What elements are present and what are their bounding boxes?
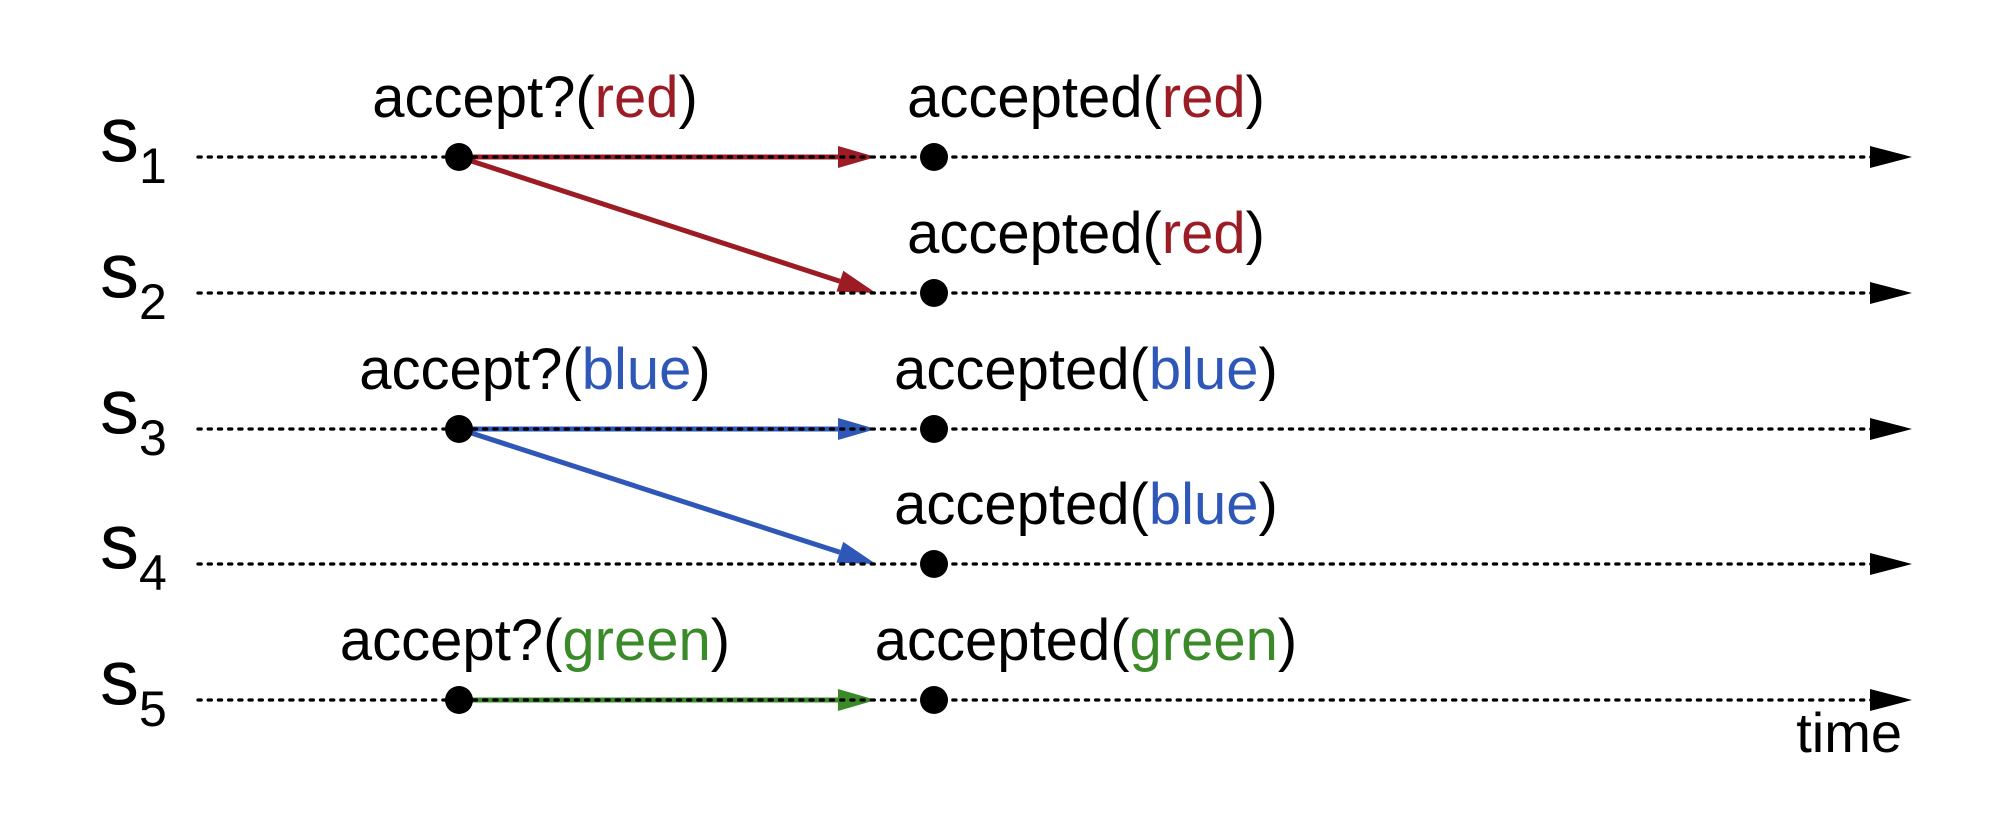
send-label-prefix: accept?( xyxy=(340,608,562,673)
send-label-value: red xyxy=(595,65,679,130)
send-label-suffix: ) xyxy=(711,608,730,673)
receive-label-prefix: accepted( xyxy=(875,608,1130,673)
server-row-s4: s4 accepted(blue) xyxy=(100,472,1912,601)
send-label-prefix: accept?( xyxy=(372,65,594,130)
timeline-arrowhead xyxy=(1870,418,1912,440)
receive-label-prefix: accepted( xyxy=(907,65,1162,130)
message-arrowhead xyxy=(836,270,876,293)
server-letter: s xyxy=(100,362,139,450)
server-subscript: 5 xyxy=(139,681,167,737)
message-arrowhead xyxy=(838,146,876,168)
receive-event-dot xyxy=(920,143,948,171)
messages-layer xyxy=(458,146,876,711)
send-label: accept?(red) xyxy=(372,65,698,130)
send-label: accept?(green) xyxy=(340,608,730,673)
receive-label-value: red xyxy=(1162,201,1246,266)
send-label-suffix: ) xyxy=(678,65,697,130)
timeline-arrowhead xyxy=(1870,689,1912,711)
send-label-value: blue xyxy=(582,337,692,402)
send-label-value: green xyxy=(562,608,710,673)
receive-label: accepted(blue) xyxy=(894,472,1278,537)
receive-label-suffix: ) xyxy=(1278,608,1297,673)
server-label: s4 xyxy=(100,497,167,601)
receive-label-value: blue xyxy=(1149,472,1259,537)
receive-label-suffix: ) xyxy=(1246,201,1265,266)
receive-label-prefix: accepted( xyxy=(894,337,1149,402)
send-label-prefix: accept?( xyxy=(359,337,581,402)
message-arrow-blue xyxy=(458,426,876,564)
receive-label-value: green xyxy=(1130,608,1278,673)
message-arrow-red xyxy=(458,154,876,293)
server-label: s5 xyxy=(100,633,167,737)
server-row-s2: s2 accepted(red) xyxy=(100,201,1912,330)
message-arrowhead xyxy=(836,541,876,564)
server-letter: s xyxy=(100,226,139,314)
receive-label-prefix: accepted( xyxy=(907,201,1162,266)
timeline-arrowhead xyxy=(1870,146,1912,168)
server-subscript: 1 xyxy=(139,138,167,194)
server-subscript: 3 xyxy=(139,410,167,466)
server-letter: s xyxy=(100,633,139,721)
receive-event-dot xyxy=(920,279,948,307)
rows-layer: s1accept?(red)accepted(red)s2accepted(re… xyxy=(100,65,1912,737)
message-arrowhead xyxy=(838,418,876,440)
receive-label-value: red xyxy=(1162,65,1246,130)
receive-event-dot xyxy=(920,686,948,714)
send-event-dot xyxy=(445,415,473,443)
receive-label: accepted(red) xyxy=(907,201,1265,266)
receive-event-dot xyxy=(920,550,948,578)
send-label-suffix: ) xyxy=(691,337,710,402)
server-letter: s xyxy=(100,90,139,178)
message-shaft xyxy=(458,154,841,284)
server-letter: s xyxy=(100,497,139,585)
server-subscript: 4 xyxy=(139,545,167,601)
server-label: s3 xyxy=(100,362,167,466)
message-shaft xyxy=(458,426,841,555)
receive-label-suffix: ) xyxy=(1259,472,1278,537)
receive-label-suffix: ) xyxy=(1246,65,1265,130)
message-arrowhead xyxy=(838,689,876,711)
send-event-dot xyxy=(445,143,473,171)
receive-event-dot xyxy=(920,415,948,443)
send-event-dot xyxy=(445,686,473,714)
server-subscript: 2 xyxy=(139,274,167,330)
server-label: s2 xyxy=(100,226,167,330)
send-label: accept?(blue) xyxy=(359,337,710,402)
receive-label: accepted(green) xyxy=(875,608,1297,673)
time-axis-label: time xyxy=(1796,701,1902,764)
receive-label: accepted(blue) xyxy=(894,337,1278,402)
timeline-arrowhead xyxy=(1870,553,1912,575)
receive-label-prefix: accepted( xyxy=(894,472,1149,537)
receive-label-suffix: ) xyxy=(1259,337,1278,402)
receive-label: accepted(red) xyxy=(907,65,1265,130)
receive-label-value: blue xyxy=(1149,337,1259,402)
server-label: s1 xyxy=(100,90,167,194)
timeline-arrowhead xyxy=(1870,282,1912,304)
